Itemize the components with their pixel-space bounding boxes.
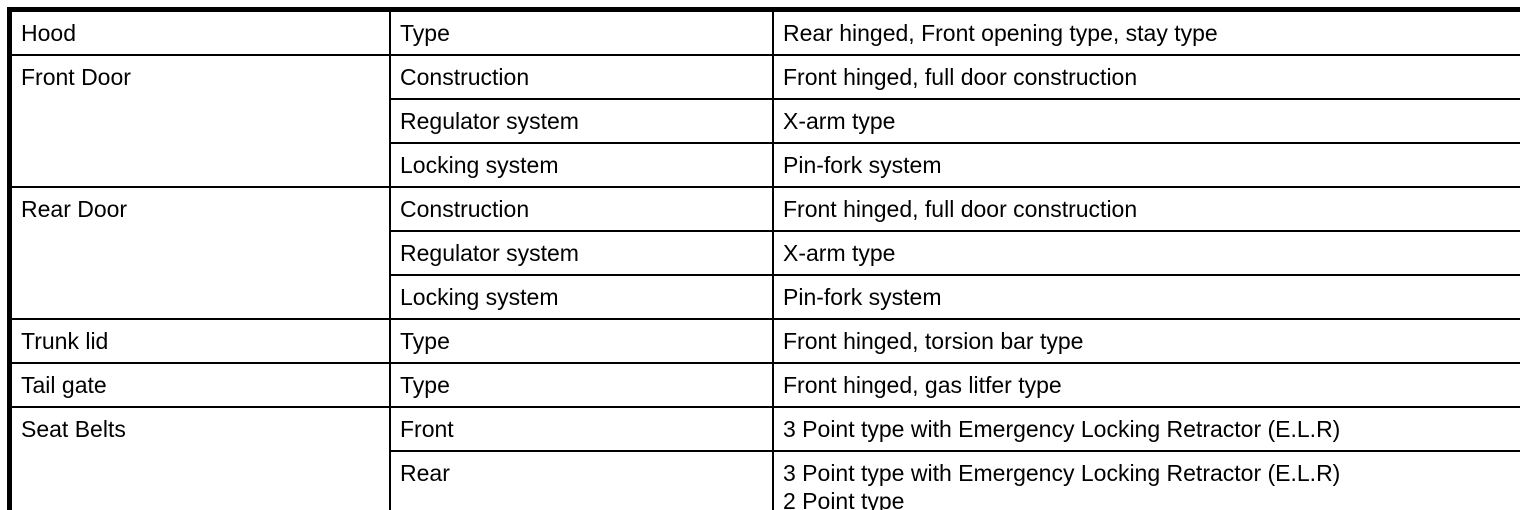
value-cell: Front hinged, full door construction bbox=[772, 54, 1520, 100]
value-cell: Rear hinged, Front opening type, stay ty… bbox=[772, 8, 1520, 56]
table-row: Regulator system X-arm type bbox=[10, 230, 1520, 276]
table-row: Trunk lid Type Front hinged, torsion bar… bbox=[8, 318, 1520, 364]
label-cell: Type bbox=[389, 362, 774, 408]
table-row: Tail gate Type Front hinged, gas litfer … bbox=[8, 362, 1520, 408]
label-cell: Rear bbox=[389, 450, 774, 510]
specifications-table: Hood Type Rear hinged, Front opening typ… bbox=[7, 7, 1520, 510]
value-cell: Pin-fork system bbox=[772, 274, 1520, 320]
value-cell: Front hinged, full door construction bbox=[772, 186, 1520, 232]
table-row: Rear Door Construction Front hinged, ful… bbox=[8, 186, 1520, 320]
label-cell: Construction bbox=[389, 54, 774, 100]
table-row: Locking system Pin-fork system bbox=[10, 274, 1520, 320]
group-cell: Hood bbox=[8, 8, 391, 56]
value-cell: Pin-fork system bbox=[772, 142, 1520, 188]
label-cell: Type bbox=[389, 318, 774, 364]
group-cell: Seat Belts bbox=[8, 406, 391, 510]
value-cell: X-arm type bbox=[772, 98, 1520, 144]
group-cell: Rear Door bbox=[8, 186, 391, 320]
table-row: Hood Type Rear hinged, Front opening typ… bbox=[8, 8, 1520, 56]
table-row: Locking system Pin-fork system bbox=[10, 142, 1520, 188]
value-cell: X-arm type bbox=[772, 230, 1520, 276]
table-row: Regulator system X-arm type bbox=[10, 98, 1520, 144]
table-row: Rear 3 Point type with Emergency Locking… bbox=[10, 450, 1520, 510]
table-row: Front Door Construction Front hinged, fu… bbox=[8, 54, 1520, 188]
value-cell: 3 Point type with Emergency Locking Retr… bbox=[772, 450, 1520, 510]
label-cell: Construction bbox=[389, 186, 774, 232]
value-cell: 3 Point type with Emergency Locking Retr… bbox=[772, 406, 1520, 452]
label-cell: Front bbox=[389, 406, 774, 452]
label-cell: Locking system bbox=[389, 142, 774, 188]
table-row: Seat Belts Front 3 Point type with Emerg… bbox=[8, 406, 1520, 510]
group-cell: Front Door bbox=[8, 54, 391, 188]
value-cell: Front hinged, torsion bar type bbox=[772, 318, 1520, 364]
label-cell: Locking system bbox=[389, 274, 774, 320]
label-cell: Regulator system bbox=[389, 230, 774, 276]
group-cell: Tail gate bbox=[8, 362, 391, 408]
value-cell: Front hinged, gas litfer type bbox=[772, 362, 1520, 408]
label-cell: Type bbox=[389, 8, 774, 56]
label-cell: Regulator system bbox=[389, 98, 774, 144]
group-cell: Trunk lid bbox=[8, 318, 391, 364]
